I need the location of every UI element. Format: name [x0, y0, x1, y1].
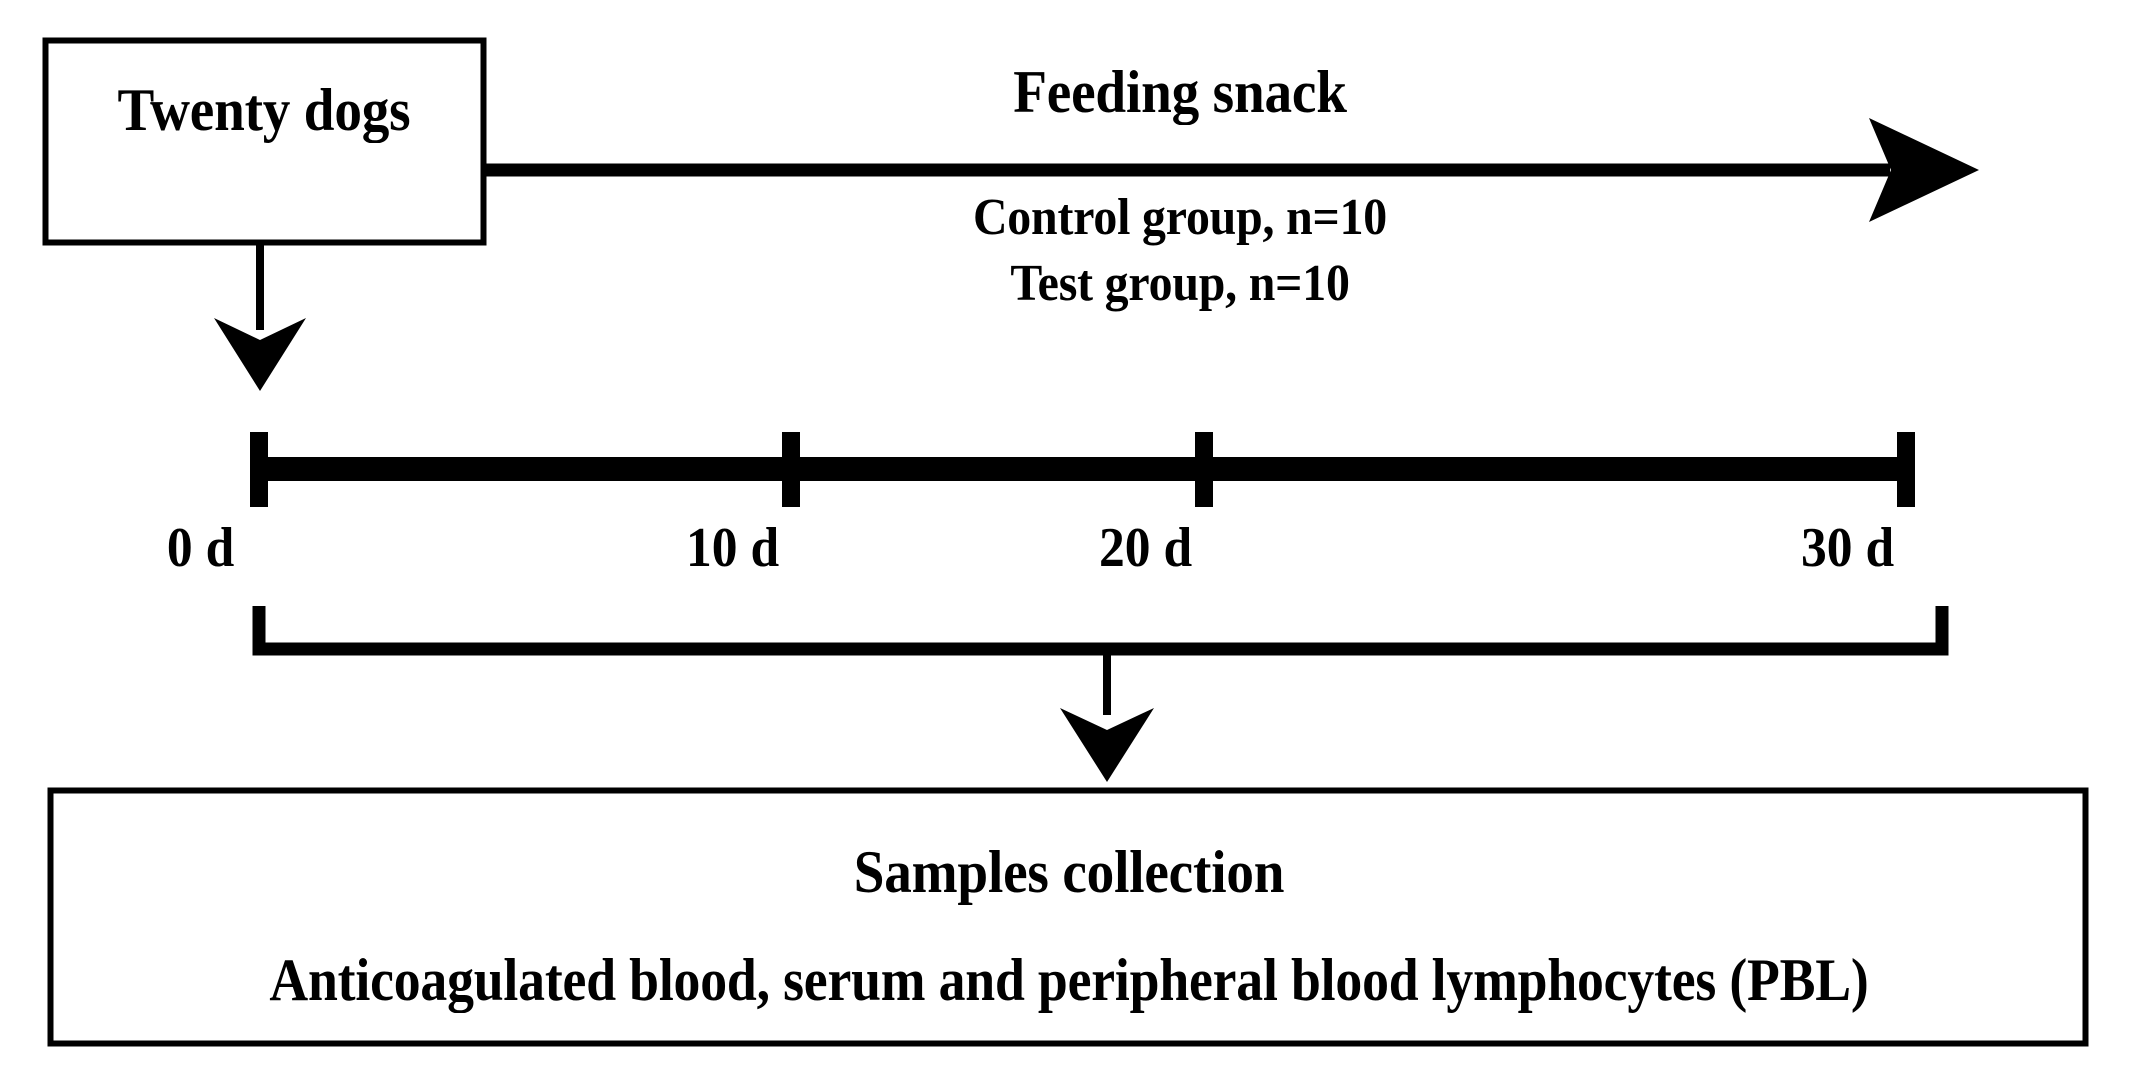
sampling-bracket: [252, 606, 1949, 656]
group-label-test: Test group, n=10: [1010, 255, 1350, 312]
bracket-to-outcome-arrowhead-icon: [1060, 708, 1154, 782]
group-label-control: Control group, n=10: [972, 189, 1388, 246]
intervention-title: Feeding snack: [1013, 59, 1347, 125]
cohort-to-timeline-arrowhead-icon: [214, 318, 306, 391]
outcome-detail: Anticoagulated blood, serum and peripher…: [269, 947, 1869, 1013]
outcome-box: [47, 787, 2089, 1047]
outcome-title: Samples collection: [853, 839, 1285, 905]
cohort-label: Twenty dogs: [117, 77, 411, 143]
cohort-box: [42, 37, 487, 246]
feeding-arrow-head-icon: [1869, 118, 1979, 222]
timeline-tick-label-0d: 0 d: [166, 517, 235, 579]
timeline-tick-label-10d: 10 d: [686, 517, 780, 579]
timeline-tick-label-30d: 30 d: [1801, 517, 1895, 579]
timeline-tick-label-20d: 20 d: [1099, 517, 1193, 579]
